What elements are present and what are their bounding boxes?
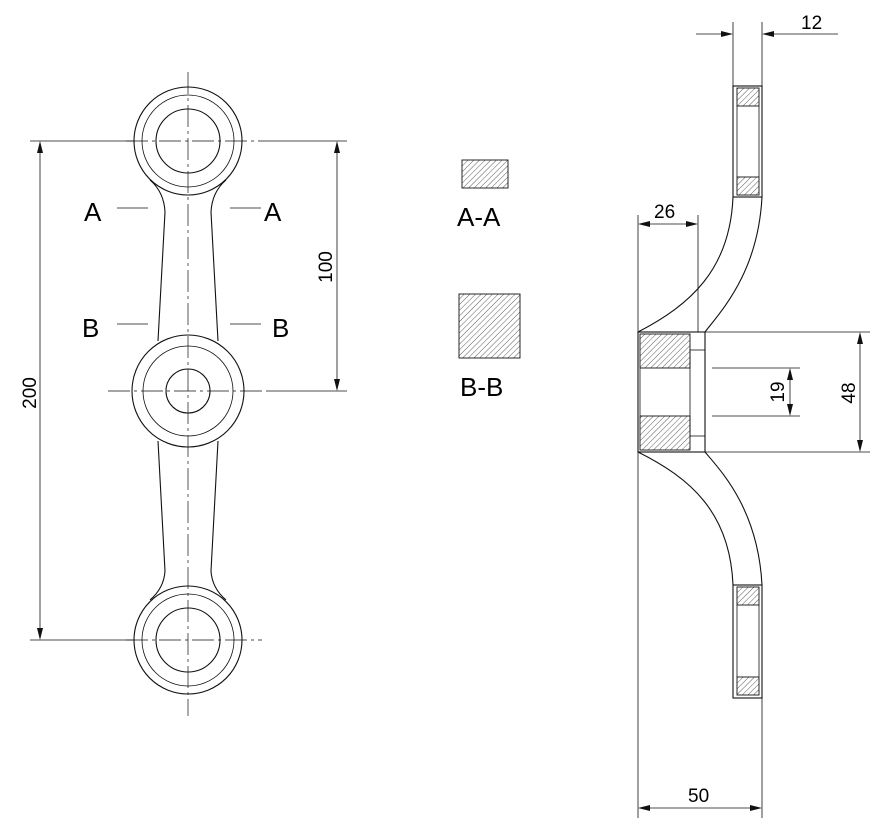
hub-block bbox=[637, 331, 706, 453]
bottom-ring bbox=[126, 585, 262, 695]
section-a-right-label: A bbox=[264, 197, 282, 227]
middle-hub bbox=[108, 334, 268, 448]
dimension-100-label: 100 bbox=[316, 251, 337, 283]
dimension-19-label: 19 bbox=[768, 381, 789, 402]
dimension-26-label: 26 bbox=[654, 202, 675, 223]
section-aa-caption: A-A bbox=[457, 202, 501, 232]
section-bb: B-B bbox=[458, 293, 521, 402]
dimension-12 bbox=[696, 22, 838, 86]
side-view: 12 26 48 19 bbox=[637, 13, 870, 818]
dimension-12-label: 12 bbox=[801, 13, 822, 34]
top-boss bbox=[732, 85, 763, 198]
dimension-200-label: 200 bbox=[20, 377, 41, 409]
section-bb-caption: B-B bbox=[460, 372, 503, 402]
dimension-48 bbox=[705, 331, 870, 453]
front-view: A A B B 200 100 bbox=[20, 72, 347, 716]
section-b-right-label: B bbox=[272, 313, 289, 343]
dimension-26 bbox=[638, 215, 699, 332]
section-aa-hatch bbox=[461, 159, 509, 189]
curved-arm-outline bbox=[637, 196, 763, 586]
top-ring bbox=[126, 86, 262, 196]
section-bb-hatch bbox=[458, 293, 521, 359]
dimension-48-label: 48 bbox=[839, 382, 860, 403]
dimension-50 bbox=[637, 215, 763, 818]
dimension-50-label: 50 bbox=[688, 786, 709, 807]
section-aa: A-A bbox=[457, 159, 509, 232]
dimension-200 bbox=[30, 140, 134, 641]
dimension-100 bbox=[262, 140, 347, 392]
arm-outline bbox=[149, 179, 227, 601]
dimension-19 bbox=[712, 367, 800, 417]
section-a-left-label: A bbox=[84, 197, 102, 227]
section-marks bbox=[117, 207, 261, 325]
bottom-boss bbox=[732, 584, 763, 699]
section-b-left-label: B bbox=[82, 313, 99, 343]
